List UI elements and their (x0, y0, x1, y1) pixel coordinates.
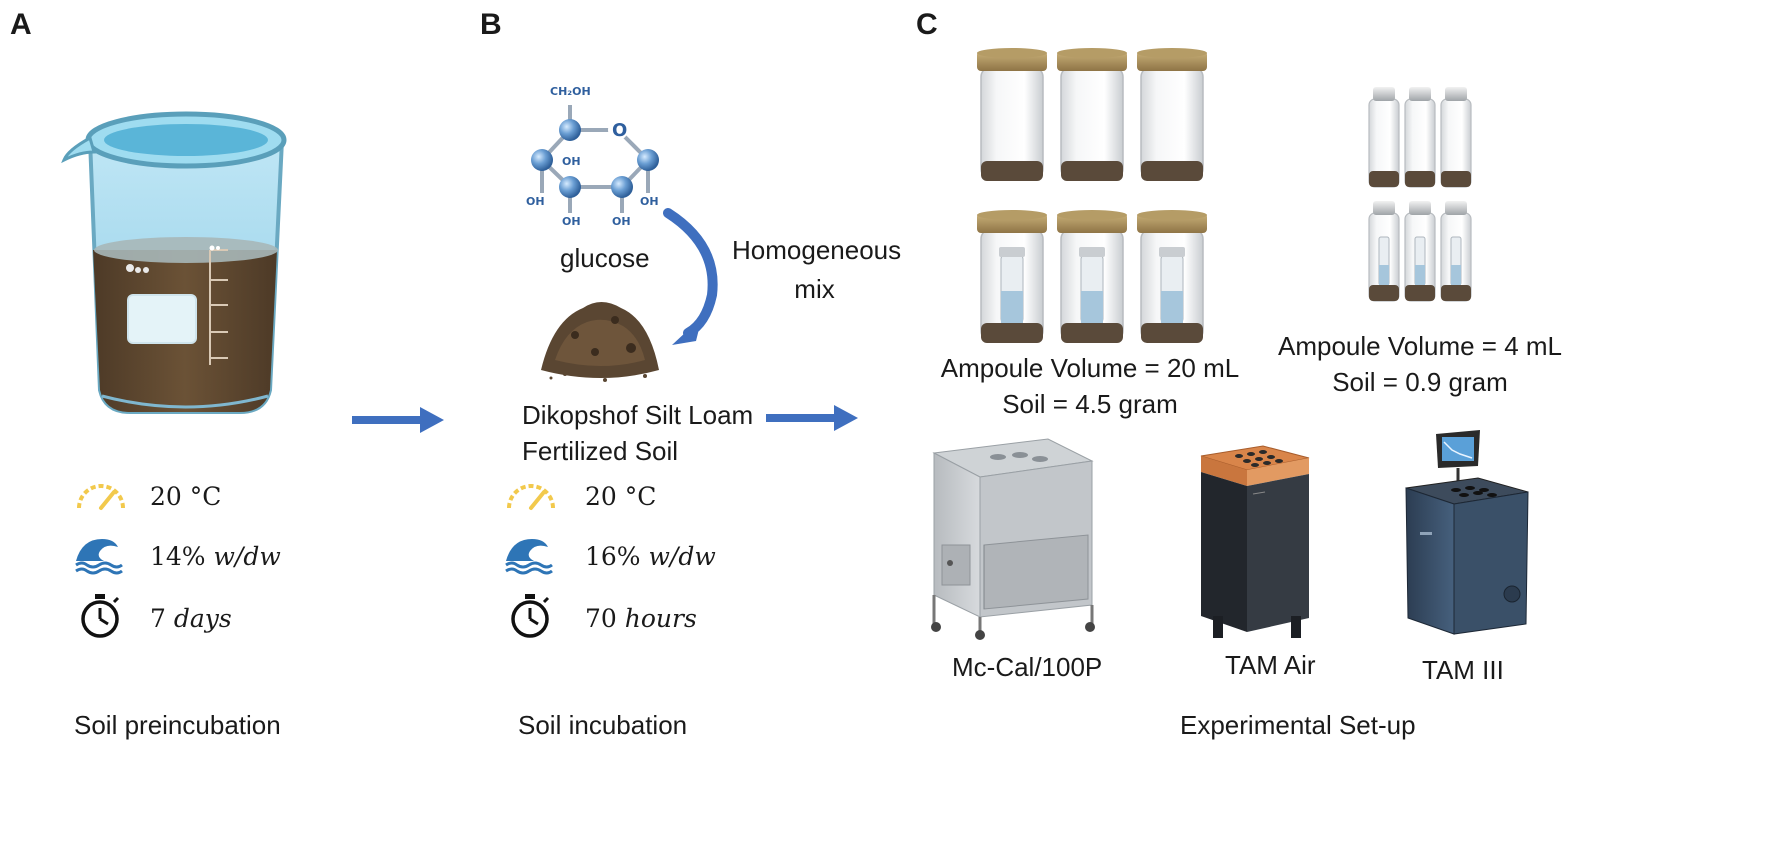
molecule-label: OH (526, 195, 545, 208)
soil-label-line1: Dikopshof Silt Loam (522, 400, 754, 430)
molecule-label: CH₂OH (550, 85, 591, 98)
temperature-a: 20 °C (150, 482, 222, 511)
glucose-molecule: CH₂OH O OH OH OH OH OH (526, 85, 659, 228)
molecule-label: OH (562, 215, 581, 228)
moisture-b-unit: w/dw (648, 542, 716, 571)
instrument-label-tam-air: TAM Air (1225, 650, 1316, 680)
gauge-icon (507, 484, 555, 510)
caption-c: Experimental Set-up (1180, 710, 1416, 740)
small-ampoule-spec: Ampoule Volume = 4 mL Soil = 0.9 gram (1270, 328, 1570, 400)
panel-letter-a: A (10, 8, 32, 41)
gauge-icon (77, 484, 125, 510)
mix-label: Homogeneous mix (732, 235, 902, 305)
small-ampoule-volume: Ampoule Volume = 4 mL (1278, 331, 1562, 361)
small-ampoules-group (1368, 87, 1472, 302)
time-b-unit: hours (624, 604, 697, 633)
soil-pile (541, 302, 659, 382)
flow-arrow-b-c (766, 405, 858, 431)
instrument-label-tam-iii: TAM III (1422, 655, 1504, 685)
time-b-value: 70 (585, 604, 617, 633)
wave-icon (505, 539, 553, 575)
stopwatch-icon (81, 594, 120, 638)
time-a-value: 7 (150, 604, 166, 633)
mix-label-line1: Homogeneous (732, 235, 902, 265)
moisture-a-value: 14% (150, 542, 206, 571)
panel-letter-b: B (480, 8, 502, 41)
small-ampoule-soil: Soil = 0.9 gram (1332, 367, 1508, 397)
wave-icon (75, 539, 123, 575)
time-b: 70 hours (585, 604, 697, 633)
large-ampoules-group (977, 48, 1207, 343)
moisture-b-value: 16% (585, 542, 641, 571)
tam-iii-calorimeter (1405, 430, 1529, 635)
large-ampoule-volume: Ampoule Volume = 20 mL (940, 353, 1240, 383)
time-a-unit: days (173, 604, 232, 633)
panel-letter-c: C (916, 8, 938, 41)
moisture-a: 14% w/dw (150, 542, 281, 571)
molecule-label: O (612, 120, 627, 141)
instrument-label-mccal: Mc-Cal/100P (952, 652, 1103, 682)
large-ampoule-spec: Ampoule Volume = 20 mL Soil = 4.5 gram (940, 350, 1240, 422)
molecule-label: OH (562, 155, 581, 168)
soil-label: Dikopshof Silt Loam Fertilized Soil (522, 397, 753, 469)
curved-mix-arrow (663, 208, 718, 345)
stopwatch-icon (511, 594, 550, 638)
beaker-illustration (61, 111, 287, 414)
molecule-label: OH (640, 195, 659, 208)
large-ampoule-soil: Soil = 4.5 gram (1002, 389, 1178, 419)
caption-b: Soil incubation (518, 710, 688, 740)
time-a: 7 days (150, 604, 232, 633)
glucose-label: glucose (560, 243, 650, 273)
moisture-b: 16% w/dw (585, 542, 716, 571)
tam-air-calorimeter (1200, 445, 1310, 638)
moisture-a-unit: w/dw (213, 542, 281, 571)
caption-a: Soil preincubation (74, 710, 281, 740)
flow-arrow-a-b (352, 407, 444, 433)
soil-label-line2: Fertilized Soil (522, 436, 679, 466)
molecule-label: OH (612, 215, 631, 228)
mccal-calorimeter (931, 438, 1095, 640)
mix-label-line2: mix (794, 274, 835, 304)
temperature-b: 20 °C (585, 482, 657, 511)
